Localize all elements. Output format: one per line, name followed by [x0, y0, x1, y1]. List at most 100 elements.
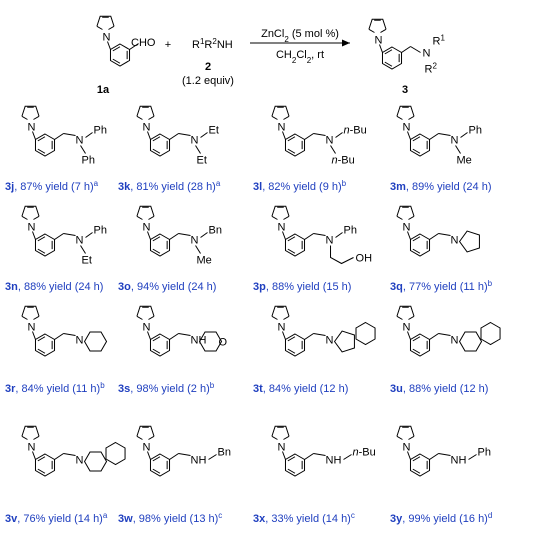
double-bond: [412, 468, 421, 474]
pyrrole-nitrogen: N: [277, 322, 285, 334]
pyrrole-nitrogen: N: [142, 322, 150, 334]
fused-benzene-ring: [105, 441, 126, 466]
product-caption: 3p, 88% yield (15 h): [253, 281, 351, 293]
amine-nitrogen: N: [451, 335, 459, 347]
bond: [407, 231, 411, 240]
bond: [136, 315, 143, 320]
product-caption: 3j, 87% yield (7 h)a: [5, 179, 99, 194]
amine-nitrogen: NH: [326, 455, 342, 467]
bond: [148, 435, 155, 440]
amine-nitrogen: N: [76, 455, 84, 467]
ethanol-chain: [330, 245, 354, 265]
bond: [304, 233, 314, 240]
bond: [438, 233, 451, 236]
bond: [63, 333, 76, 336]
double-bond: [37, 236, 46, 242]
double-bond: [412, 348, 421, 354]
double-bond: [412, 248, 421, 254]
product-caption: 3q, 77% yield (11 h)b: [390, 279, 493, 294]
amine-ring: [458, 230, 480, 253]
bond: [460, 132, 468, 138]
bond: [80, 145, 86, 154]
pyrrole-nitrogen: N: [277, 442, 285, 454]
bond: [63, 133, 76, 136]
pyrrole-ring: [136, 205, 155, 217]
pyrrole-ring: [271, 425, 290, 437]
product-caption: 3t, 84% yield (12 h): [253, 383, 348, 395]
bond: [178, 133, 191, 136]
double-bond: [37, 148, 46, 154]
bond: [379, 44, 383, 53]
bond: [32, 331, 36, 340]
substituent-label: Me: [197, 255, 212, 267]
bond: [330, 145, 336, 154]
bond: [147, 231, 151, 240]
bond: [200, 132, 208, 138]
bond: [438, 333, 451, 336]
double-bond: [412, 148, 421, 154]
bond: [282, 231, 286, 240]
pyrrole-nitrogen: N: [142, 442, 150, 454]
amine-nitrogen: N: [326, 135, 334, 147]
pyrrole-ring: [136, 425, 155, 437]
bond: [33, 315, 40, 320]
product-caption: 3y, 99% yield (16 h)d: [390, 511, 492, 526]
pyrrole-nitrogen: N: [27, 222, 35, 234]
bond: [21, 315, 28, 320]
double-bond: [384, 61, 393, 67]
bond: [169, 233, 179, 240]
substituent-label: Ph: [94, 225, 107, 237]
fused-benzene-ring: [480, 321, 501, 346]
double-bond: [37, 468, 46, 474]
bond: [429, 333, 439, 340]
pyrrole-nitrogen: N: [142, 222, 150, 234]
bond: [282, 331, 286, 340]
product-caption: 3v, 76% yield (14 h)a: [5, 511, 108, 526]
bond: [54, 233, 64, 240]
substituent-label: Me: [457, 155, 472, 167]
substituent-label: Et: [82, 255, 92, 267]
substituent-label: Bn: [209, 225, 222, 237]
double-bond: [152, 456, 161, 462]
amine-number: 2: [205, 61, 211, 73]
bond: [271, 115, 278, 120]
bond: [408, 315, 415, 320]
bond: [283, 315, 290, 320]
bond: [195, 145, 201, 154]
bond: [380, 28, 387, 33]
bond: [335, 232, 343, 238]
product-caption: 3n, 88% yield (24 h): [5, 281, 103, 293]
bond: [148, 315, 155, 320]
bond: [282, 451, 286, 460]
amine-nitrogen: NH: [451, 455, 467, 467]
pyrrole-ring: [21, 205, 40, 217]
bond: [108, 25, 115, 30]
product-caption: 3r, 84% yield (11 h)b: [5, 381, 105, 396]
amine-ring: [83, 331, 108, 352]
double-bond: [112, 58, 121, 64]
pyrrole-nitrogen: N: [27, 122, 35, 134]
amine-formula: R1R2NH: [192, 37, 233, 52]
bond: [429, 233, 439, 240]
pyrrole-ring: [396, 305, 415, 317]
bond: [396, 215, 403, 220]
pyrrole-ring: [96, 15, 115, 27]
amine-nitrogen: N: [423, 48, 431, 60]
bond: [63, 233, 76, 236]
catalyst-text: ZnCl2 (5 mol %): [261, 28, 339, 44]
amine-nitrogen: N: [326, 235, 334, 247]
bond: [313, 233, 326, 236]
bond: [32, 451, 36, 460]
double-bond: [37, 136, 46, 142]
